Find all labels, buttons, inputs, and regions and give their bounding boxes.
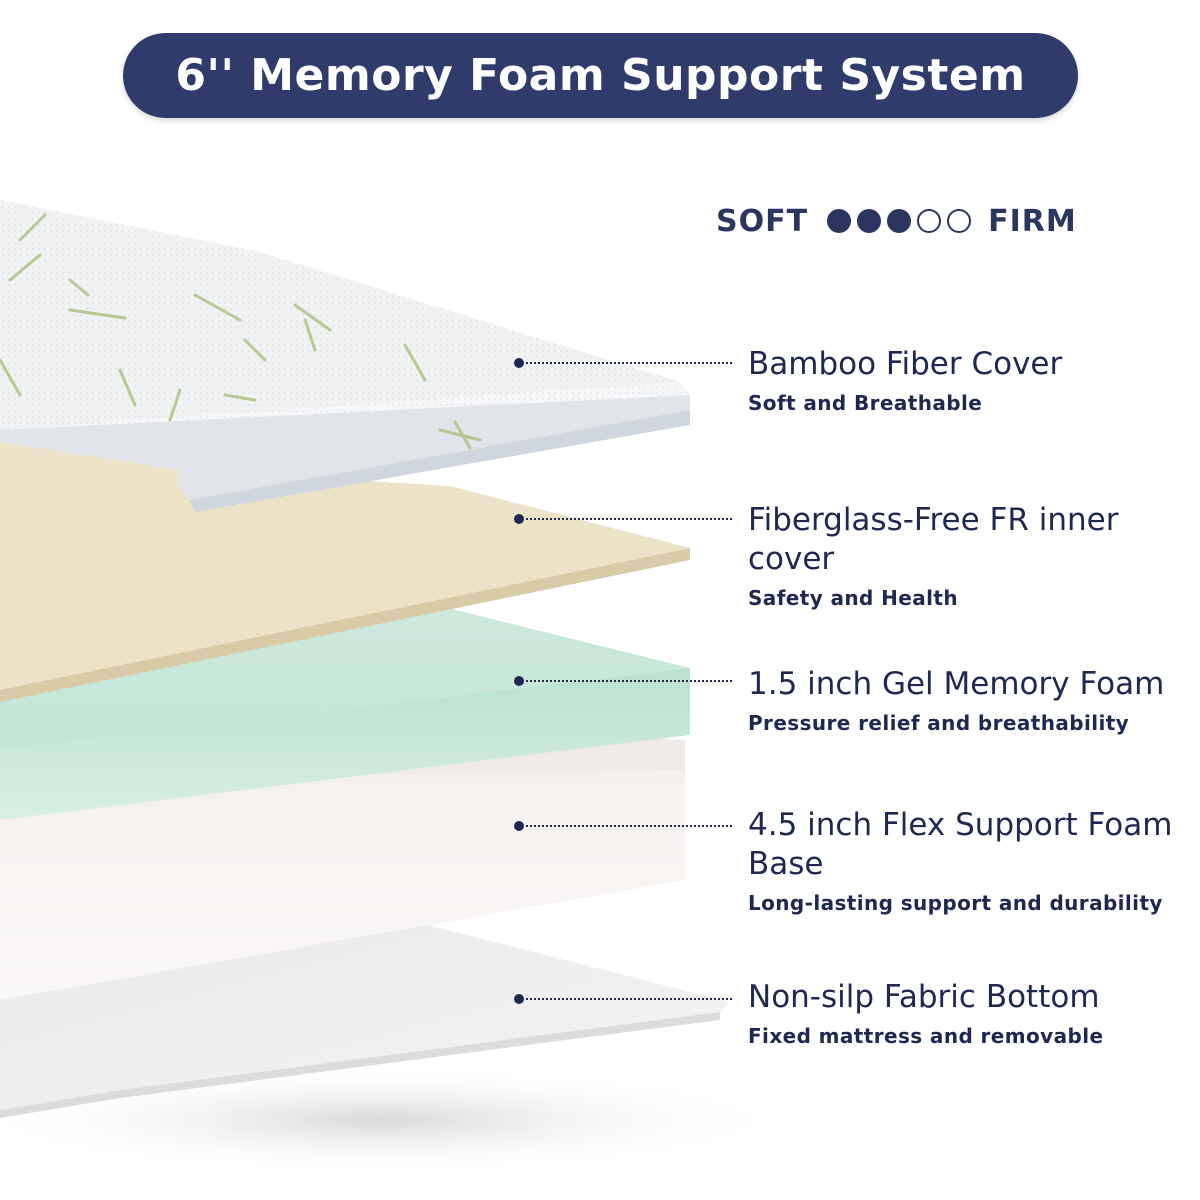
page-title: 6'' Memory Foam Support System (175, 50, 1026, 101)
support-foam-layer (0, 770, 685, 1000)
firmness-dot-filled (857, 209, 882, 233)
leader-line (514, 675, 732, 687)
leader-line (514, 993, 732, 1005)
inner-cover-layer (0, 430, 690, 690)
layer-description: Long-lasting support and durability (748, 891, 1163, 915)
leader-dotted-line (526, 998, 732, 1000)
leader-dot (514, 821, 524, 831)
layer-name: 1.5 inch Gel Memory Foam (748, 666, 1165, 702)
soft-label: SOFT (716, 203, 809, 239)
bamboo-leaf-pattern (0, 213, 482, 450)
firmness-dot-filled (827, 209, 852, 233)
leader-dotted-line (526, 518, 732, 520)
leader-dot (514, 676, 524, 686)
layer-name: Fiberglass-Free FR inner cover (748, 502, 1119, 577)
leader-dot (514, 514, 524, 524)
firmness-scale: SOFT FIRM (716, 200, 1077, 242)
leader-dotted-line (526, 680, 732, 682)
floor-shadow (0, 1065, 800, 1175)
firmness-dot-filled (887, 209, 912, 233)
firm-label: FIRM (988, 203, 1077, 239)
firmness-dot-empty (917, 209, 942, 233)
layer-description: Pressure relief and breathability (748, 711, 1130, 735)
firmness-dots (824, 209, 974, 233)
layer-description: Fixed mattress and removable (748, 1024, 1104, 1048)
leader-dotted-line (526, 825, 732, 827)
firmness-dot-empty (947, 209, 972, 233)
layer-name: Non-silp Fabric Bottom (748, 979, 1100, 1015)
title-banner: 6'' Memory Foam Support System (123, 33, 1078, 118)
leader-dot (514, 358, 524, 368)
layer-name: 4.5 inch Flex Support Foam Base (748, 807, 1173, 882)
leader-dotted-line (526, 362, 732, 364)
layer-description: Soft and Breathable (748, 391, 983, 415)
layer-name: Bamboo Fiber Cover (748, 346, 1063, 382)
leader-line (514, 513, 732, 525)
leader-dot (514, 994, 524, 1004)
layer-description: Safety and Health (748, 586, 958, 610)
leader-line (514, 357, 732, 369)
leader-line (514, 820, 732, 832)
